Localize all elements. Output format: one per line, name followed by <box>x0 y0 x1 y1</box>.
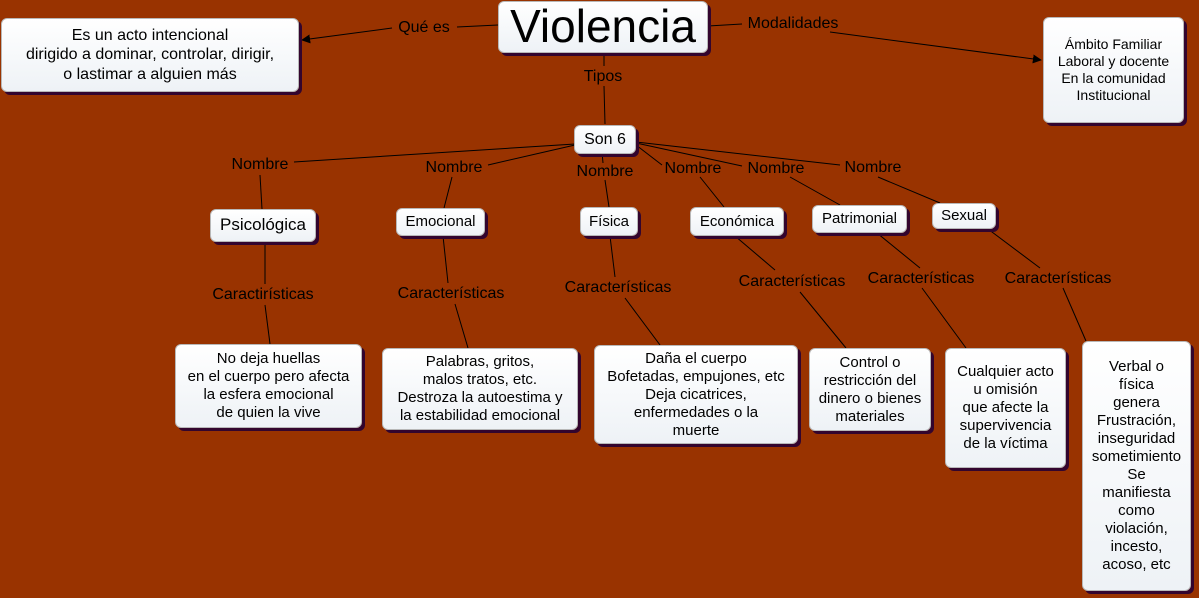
link-label-tipos: Tipos <box>583 68 623 85</box>
type-node-sexual: Sexual <box>932 203 996 229</box>
link-label-nombre: Nombre <box>425 159 483 176</box>
concept-modalidades-node: Ámbito Familiar Laboral y docente En la … <box>1043 17 1184 123</box>
link-label-que-es: Qué es <box>398 19 450 36</box>
type-node-emocional: Emocional <box>396 208 485 236</box>
type-node-economica: Económica <box>690 207 784 236</box>
concept-definition-node: Es un acto intencional dirigido a domina… <box>1 18 299 92</box>
link-label-nombre: Nombre <box>664 160 722 177</box>
description-node-emocional: Palabras, gritos, malos tratos, etc. Des… <box>382 348 578 430</box>
type-node-fisica: Física <box>580 207 638 236</box>
link-label-caracteristicas: Características <box>738 273 846 290</box>
link-label-caracteristicas: Características <box>867 270 975 287</box>
link-label-caracteristicas: Caractirísticas <box>212 286 314 303</box>
description-node-fisica: Daña el cuerpo Bofetadas, empujones, etc… <box>594 345 798 444</box>
concept-title-node: Violencia <box>498 0 708 53</box>
concept-count-node: Son 6 <box>574 125 636 154</box>
link-label-modalidades: Modalidades <box>747 15 839 32</box>
type-node-patrimonial: Patrimonial <box>812 205 907 233</box>
description-node-economica: Control o restricción del dinero o biene… <box>809 348 931 431</box>
link-label-nombre: Nombre <box>231 156 289 173</box>
link-label-nombre: Nombre <box>844 159 902 176</box>
link-label-nombre: Nombre <box>576 163 634 180</box>
link-label-caracteristicas: Características <box>564 279 672 296</box>
type-node-psicologica: Psicológica <box>210 209 316 242</box>
link-label-nombre: Nombre <box>747 160 805 177</box>
description-node-psicologica: No deja huellas en el cuerpo pero afecta… <box>175 344 362 428</box>
description-node-sexual: Verbal o física genera Frustración, inse… <box>1082 341 1191 591</box>
link-label-caracteristicas: Características <box>1004 270 1112 287</box>
description-node-patrimonial: Cualquier acto u omisión que afecte la s… <box>945 348 1066 468</box>
link-label-caracteristicas: Características <box>397 285 505 302</box>
